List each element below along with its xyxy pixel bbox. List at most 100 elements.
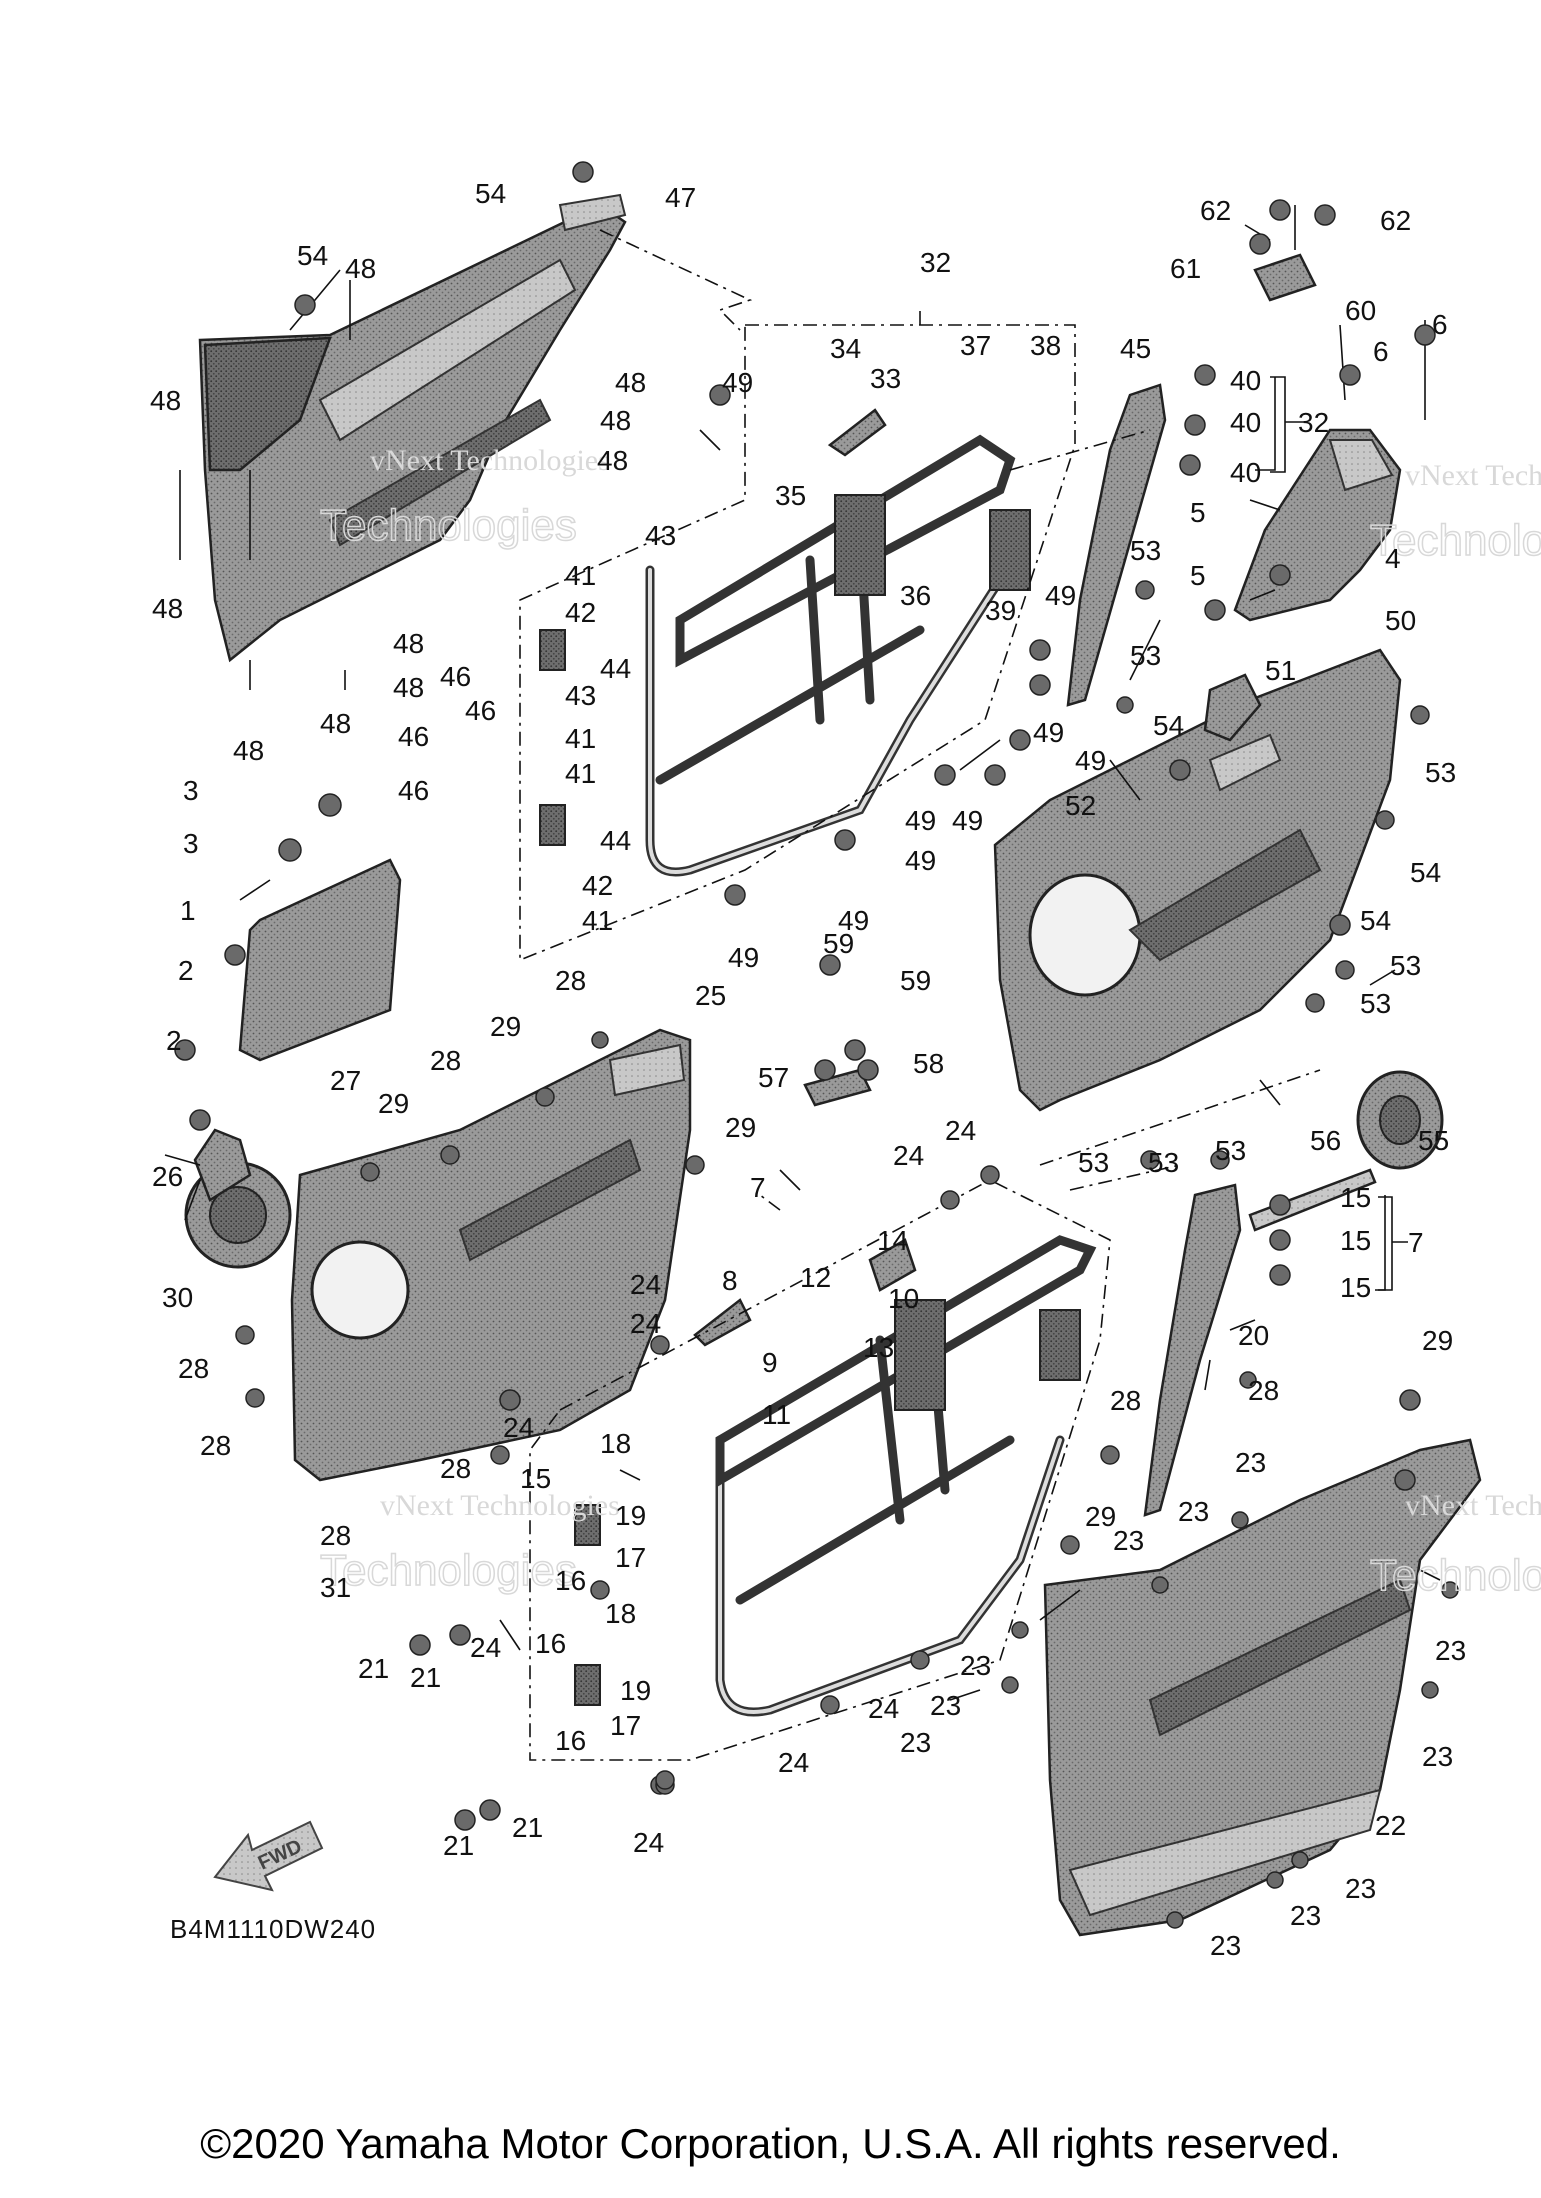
callout-42: 42 xyxy=(565,597,596,628)
callout-54: 54 xyxy=(475,178,506,209)
callout-23: 23 xyxy=(1210,1930,1241,1961)
watermark-text: vNext Technologies xyxy=(1405,1489,1541,1522)
callout-21: 21 xyxy=(358,1653,389,1684)
callout-29: 29 xyxy=(490,1011,521,1042)
callout-24: 24 xyxy=(630,1269,661,1300)
callout-20: 20 xyxy=(1238,1320,1269,1351)
callout-53: 53 xyxy=(1130,535,1161,566)
callout-17: 17 xyxy=(615,1542,646,1573)
callout-44: 44 xyxy=(600,653,631,684)
callout-23: 23 xyxy=(960,1650,991,1681)
callout-23: 23 xyxy=(930,1690,961,1721)
callout-28: 28 xyxy=(200,1430,231,1461)
callout-59: 59 xyxy=(900,965,931,996)
callout-29: 29 xyxy=(725,1112,756,1143)
kick-panel-bracket xyxy=(193,1128,252,1202)
callout-24: 24 xyxy=(945,1115,976,1146)
callout-23: 23 xyxy=(1345,1873,1376,1904)
callout-29: 29 xyxy=(378,1088,409,1119)
diagram-code: B4M1110DW240 xyxy=(170,1914,376,1944)
callout-24: 24 xyxy=(630,1308,661,1339)
callout-14: 14 xyxy=(877,1225,908,1256)
middle-bracket-assembly xyxy=(803,1068,872,1107)
callout-6: 6 xyxy=(1432,309,1448,340)
callout-60: 60 xyxy=(1345,295,1376,326)
callout-11: 11 xyxy=(762,1399,791,1430)
lower-right-door-trim-panel xyxy=(1043,1438,1482,1937)
callout-7: 7 xyxy=(1408,1227,1424,1258)
hinge-upper xyxy=(539,629,566,846)
callout-24: 24 xyxy=(470,1632,501,1663)
callout-37: 37 xyxy=(960,330,991,361)
callout-15: 15 xyxy=(1340,1225,1371,1256)
callout-18: 18 xyxy=(600,1428,631,1459)
callout-56: 56 xyxy=(1310,1125,1341,1156)
callout-labels: 54 47 54 48 48 48 48 48 48 48 48 48 48 4… xyxy=(150,178,1466,1961)
callout-29: 29 xyxy=(1422,1325,1453,1356)
callout-48: 48 xyxy=(150,385,181,416)
callout-22: 22 xyxy=(1375,1810,1406,1841)
callout-57: 57 xyxy=(758,1062,789,1093)
callout-53: 53 xyxy=(1148,1147,1179,1178)
callout-49: 49 xyxy=(1033,717,1064,748)
callout-40: 40 xyxy=(1230,407,1261,438)
callout-46: 46 xyxy=(465,695,496,726)
callout-53: 53 xyxy=(1390,950,1421,981)
callout-48: 48 xyxy=(152,593,183,624)
callout-49: 49 xyxy=(1045,580,1076,611)
watermark-text: vNext Technologies xyxy=(370,444,610,477)
callout-3: 3 xyxy=(183,828,199,859)
callout-28: 28 xyxy=(440,1453,471,1484)
watermark-text: Technologies xyxy=(1370,1551,1541,1600)
leader-lines xyxy=(164,205,1441,1701)
callout-36: 36 xyxy=(900,580,931,611)
callout-24: 24 xyxy=(868,1693,899,1724)
watermark-text: vNext Technologies xyxy=(380,1489,620,1522)
callout-54: 54 xyxy=(297,240,328,271)
watermark-text: Technologies xyxy=(320,501,577,550)
callout-23: 23 xyxy=(1422,1741,1453,1772)
callout-7: 7 xyxy=(750,1172,766,1203)
callout-2: 2 xyxy=(166,1025,182,1056)
callout-16: 16 xyxy=(535,1628,566,1659)
callout-51: 51 xyxy=(1265,655,1296,686)
watermarks: vNext Technologies Technologies vNext Te… xyxy=(319,444,1541,1601)
door-seal-strip-upper xyxy=(1066,383,1167,707)
callout-30: 30 xyxy=(162,1282,193,1313)
callout-32: 32 xyxy=(920,247,951,278)
callout-53: 53 xyxy=(1078,1147,1109,1178)
copyright-notice: ©2020 Yamaha Motor Corporation, U.S.A. A… xyxy=(200,2120,1341,2167)
upper-right-door-trim-panel xyxy=(993,648,1402,1112)
callout-21: 21 xyxy=(512,1812,543,1843)
callout-48: 48 xyxy=(393,672,424,703)
callout-47: 47 xyxy=(665,182,696,213)
callout-1: 1 xyxy=(180,895,196,926)
callout-28: 28 xyxy=(1248,1375,1279,1406)
callout-23: 23 xyxy=(900,1727,931,1758)
watermark-text: Technologies xyxy=(320,1546,577,1595)
callout-28: 28 xyxy=(178,1353,209,1384)
callout-27: 27 xyxy=(330,1065,361,1096)
watermark-text: vNext Technologies xyxy=(1405,459,1541,492)
speaker-grille-right xyxy=(1356,1070,1444,1170)
handle-bezel xyxy=(1203,673,1262,742)
callout-54: 54 xyxy=(1153,710,1184,741)
callout-45: 45 xyxy=(1120,333,1151,364)
lower-latch-bracket xyxy=(868,1238,917,1292)
callout-53: 53 xyxy=(1425,757,1456,788)
callout-24: 24 xyxy=(503,1412,534,1443)
callout-12: 12 xyxy=(800,1262,831,1293)
callout-41: 41 xyxy=(565,758,596,789)
callout-19: 19 xyxy=(620,1675,651,1706)
callout-46: 46 xyxy=(440,661,471,692)
upper-door-frame xyxy=(645,434,1031,877)
callout-48: 48 xyxy=(345,253,376,284)
callout-10: 10 xyxy=(888,1283,919,1314)
callout-23: 23 xyxy=(1435,1635,1466,1666)
callout-8: 8 xyxy=(722,1265,738,1296)
callout-23: 23 xyxy=(1290,1900,1321,1931)
upper-left-door-trim-panel xyxy=(198,193,627,663)
callout-35: 35 xyxy=(775,480,806,511)
